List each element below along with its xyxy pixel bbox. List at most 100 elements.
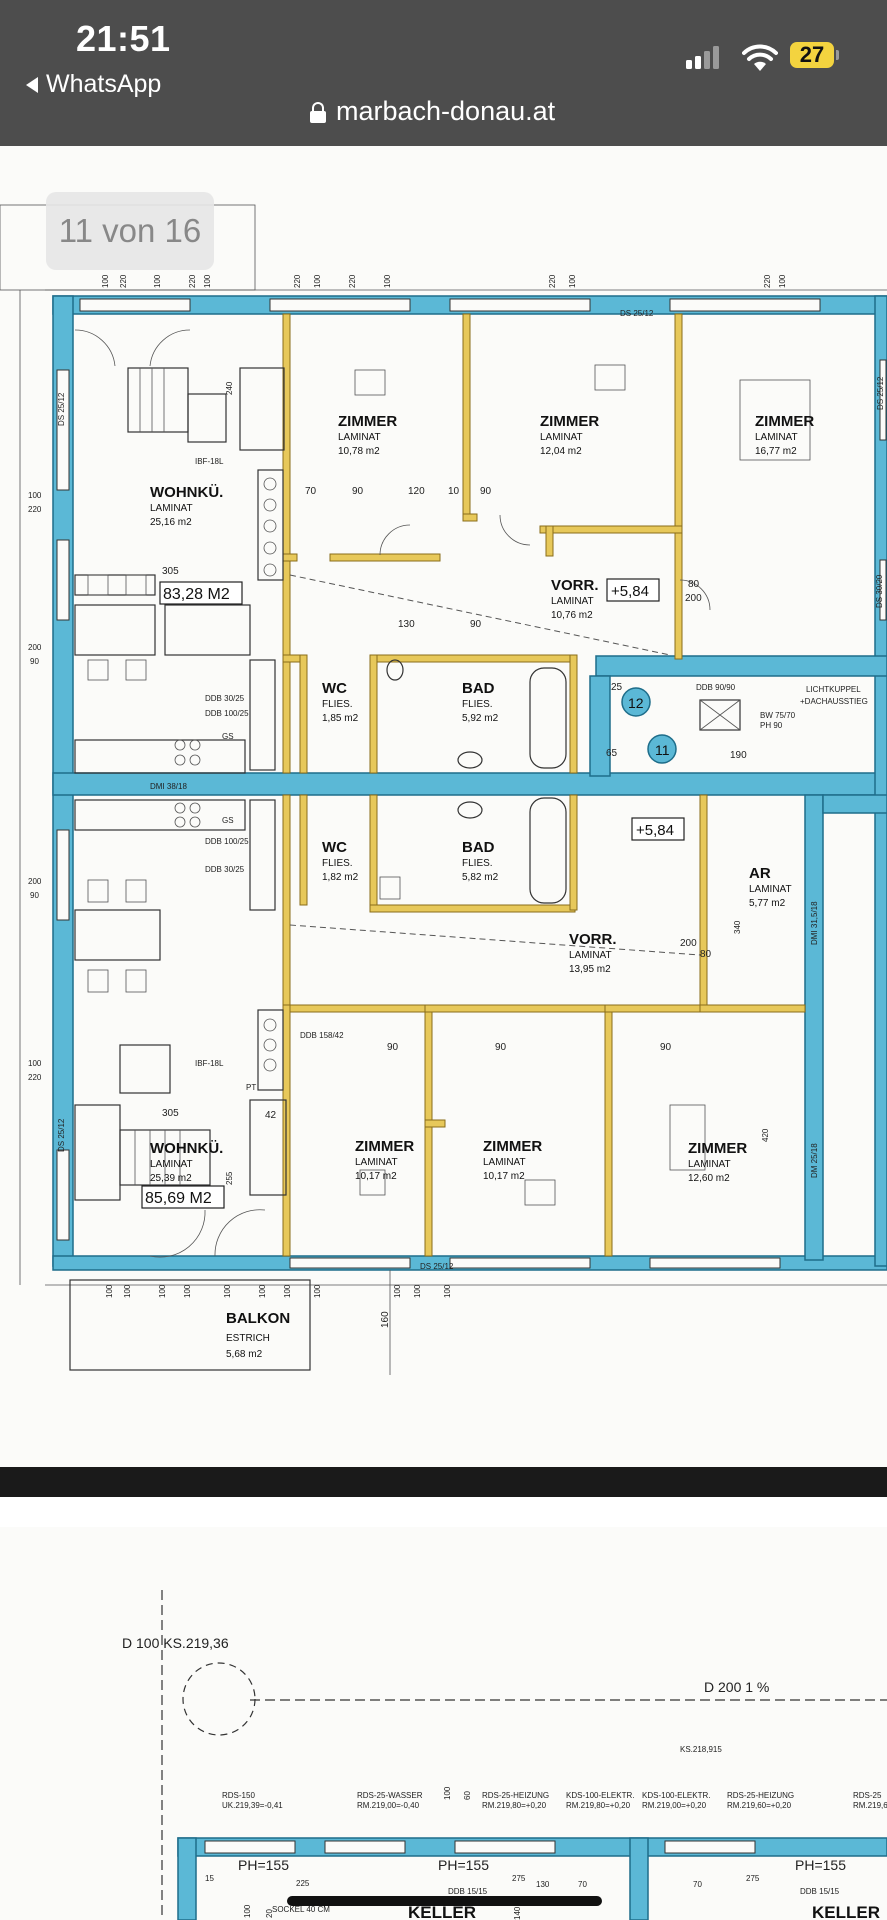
room-label-bad-2: BAD FLIES. 5,82 m2: [462, 839, 499, 883]
svg-text:DDB 15/15: DDB 15/15: [448, 1887, 488, 1896]
svg-text:220: 220: [293, 274, 302, 288]
fixtures: [74, 329, 811, 1258]
d200-label: D 200 1 %: [704, 1679, 769, 1695]
svg-text:100: 100: [313, 274, 322, 288]
svg-text:BALKON: BALKON: [226, 1310, 290, 1327]
svg-text:LAMINAT: LAMINAT: [150, 1159, 193, 1170]
svg-text:340: 340: [733, 920, 742, 934]
marker-11: 11: [647, 734, 677, 764]
svg-text:42: 42: [265, 1110, 277, 1121]
svg-text:100: 100: [568, 274, 577, 288]
svg-text:100: 100: [101, 274, 110, 288]
svg-text:LAMINAT: LAMINAT: [483, 1157, 526, 1168]
svg-text:5,92 m2: 5,92 m2: [462, 713, 499, 724]
svg-text:PH 90: PH 90: [760, 721, 783, 730]
svg-text:100: 100: [153, 274, 162, 288]
svg-text:DS 25/12: DS 25/12: [420, 1262, 454, 1271]
svg-text:5,68 m2: 5,68 m2: [226, 1349, 263, 1360]
svg-text:10,76 m2: 10,76 m2: [551, 610, 593, 621]
svg-text:DDB 100/25: DDB 100/25: [205, 837, 249, 846]
svg-text:+5,84: +5,84: [636, 822, 674, 839]
svg-text:AR: AR: [749, 865, 771, 882]
svg-text:LAMINAT: LAMINAT: [569, 950, 612, 961]
svg-text:100: 100: [243, 1904, 252, 1918]
lock-icon: [310, 101, 326, 123]
svg-text:1,82 m2: 1,82 m2: [322, 872, 359, 883]
svg-text:100: 100: [223, 1284, 232, 1298]
room-label-wc-1: WC FLIES. 1,85 m2: [322, 680, 359, 724]
document-viewer[interactable]: [0, 146, 887, 1920]
svg-text:IBF-18L: IBF-18L: [195, 1059, 224, 1068]
svg-text:160: 160: [380, 1311, 391, 1328]
svg-text:70: 70: [305, 486, 317, 497]
svg-text:90: 90: [387, 1042, 399, 1053]
marker-12: 12: [621, 687, 651, 717]
back-to-app-button[interactable]: WhatsApp: [26, 70, 161, 99]
page-separator: [0, 1467, 887, 1497]
svg-text:ZIMMER: ZIMMER: [483, 1138, 542, 1155]
svg-text:100: 100: [203, 274, 212, 288]
svg-text:GS: GS: [222, 816, 234, 825]
svg-text:ZIMMER: ZIMMER: [355, 1138, 414, 1155]
svg-text:RM.219,6: RM.219,6: [853, 1801, 887, 1810]
windows: [56, 298, 887, 1269]
svg-text:140: 140: [513, 1906, 522, 1920]
lichtkuppel-label: LICHTKUPPEL +DACHAUSSTIEG DDB 90/90 BW 7…: [696, 683, 868, 730]
svg-text:200: 200: [685, 593, 702, 604]
svg-text:100: 100: [183, 1284, 192, 1298]
room-label-bad-1: BAD FLIES. 5,92 m2: [462, 680, 499, 724]
svg-text:65: 65: [606, 748, 618, 759]
basement-wall-mid: [629, 1837, 649, 1920]
room-label-zimmer-4: ZIMMER LAMINAT 10,17 m2: [355, 1138, 414, 1182]
floor-plan-upper[interactable]: .w { fill: #5bb8d6; stroke: #1e6d8a; str…: [0, 146, 887, 1436]
svg-text:305: 305: [162, 1108, 179, 1119]
floor-plan-basement[interactable]: .w2 { fill: #5bb8d6; stroke: #1e6d8a; st…: [0, 1497, 887, 1920]
svg-text:5,77 m2: 5,77 m2: [749, 898, 786, 909]
svg-text:VORR.: VORR.: [569, 931, 617, 948]
svg-text:WC: WC: [322, 680, 347, 697]
svg-text:100: 100: [28, 1059, 42, 1068]
svg-text:SOCKEL 40 CM: SOCKEL 40 CM: [272, 1905, 330, 1914]
svg-text:RDS-25: RDS-25: [853, 1791, 882, 1800]
bottom-dimensions: 100 100 100 100 100 100 100 100 100 100 …: [105, 1284, 452, 1298]
svg-text:LAMINAT: LAMINAT: [355, 1157, 398, 1168]
home-indicator[interactable]: [287, 1896, 602, 1906]
svg-text:20: 20: [265, 1909, 274, 1918]
svg-text:DS 25/12: DS 25/12: [57, 1118, 66, 1152]
stair-wall: [595, 655, 887, 677]
svg-text:220: 220: [548, 274, 557, 288]
svg-text:LAMINAT: LAMINAT: [749, 884, 792, 895]
svg-text:240: 240: [225, 381, 234, 395]
svg-text:KDS-100-ELEKTR.: KDS-100-ELEKTR.: [642, 1791, 710, 1800]
address-bar[interactable]: marbach-donau.at: [310, 96, 555, 127]
svg-text:DDB 158/42: DDB 158/42: [300, 1031, 344, 1040]
svg-text:85,69 M2: 85,69 M2: [145, 1190, 212, 1207]
svg-text:+DACHAUSSTIEG: +DACHAUSSTIEG: [800, 697, 868, 706]
svg-text:RDS-25-WASSER: RDS-25-WASSER: [357, 1791, 423, 1800]
back-arrow-icon: [26, 76, 38, 93]
svg-text:DS 25/12: DS 25/12: [57, 392, 66, 426]
pipe-annotations: RDS-150 UK.219,39=-0,41 RDS-25-WASSER RM…: [222, 1791, 887, 1810]
left-dimensions: 100 220 200 90 200 90 100 220: [28, 491, 42, 1082]
svg-text:83,28 M2: 83,28 M2: [163, 586, 230, 603]
svg-text:100: 100: [413, 1284, 422, 1298]
svg-text:ESTRICH: ESTRICH: [226, 1333, 270, 1344]
svg-text:100: 100: [383, 274, 392, 288]
battery-indicator: 27: [790, 42, 834, 68]
svg-text:220: 220: [763, 274, 772, 288]
svg-text:90: 90: [480, 486, 492, 497]
svg-text:LAMINAT: LAMINAT: [551, 596, 594, 607]
svg-text:12,60 m2: 12,60 m2: [688, 1173, 730, 1184]
svg-text:100: 100: [313, 1284, 322, 1298]
svg-text:LAMINAT: LAMINAT: [540, 432, 583, 443]
room-label-zimmer-5: ZIMMER LAMINAT 10,17 m2: [483, 1138, 542, 1182]
svg-text:90: 90: [660, 1042, 672, 1053]
svg-text:RM.219,60=+0,20: RM.219,60=+0,20: [727, 1801, 792, 1810]
svg-text:220: 220: [348, 274, 357, 288]
svg-text:ZIMMER: ZIMMER: [688, 1140, 747, 1157]
svg-text:25: 25: [611, 682, 623, 693]
svg-text:RDS-25-HEIZUNG: RDS-25-HEIZUNG: [482, 1791, 549, 1800]
svg-text:275: 275: [746, 1874, 760, 1883]
svg-text:420: 420: [761, 1128, 770, 1142]
basement-wall-left: [177, 1837, 197, 1920]
